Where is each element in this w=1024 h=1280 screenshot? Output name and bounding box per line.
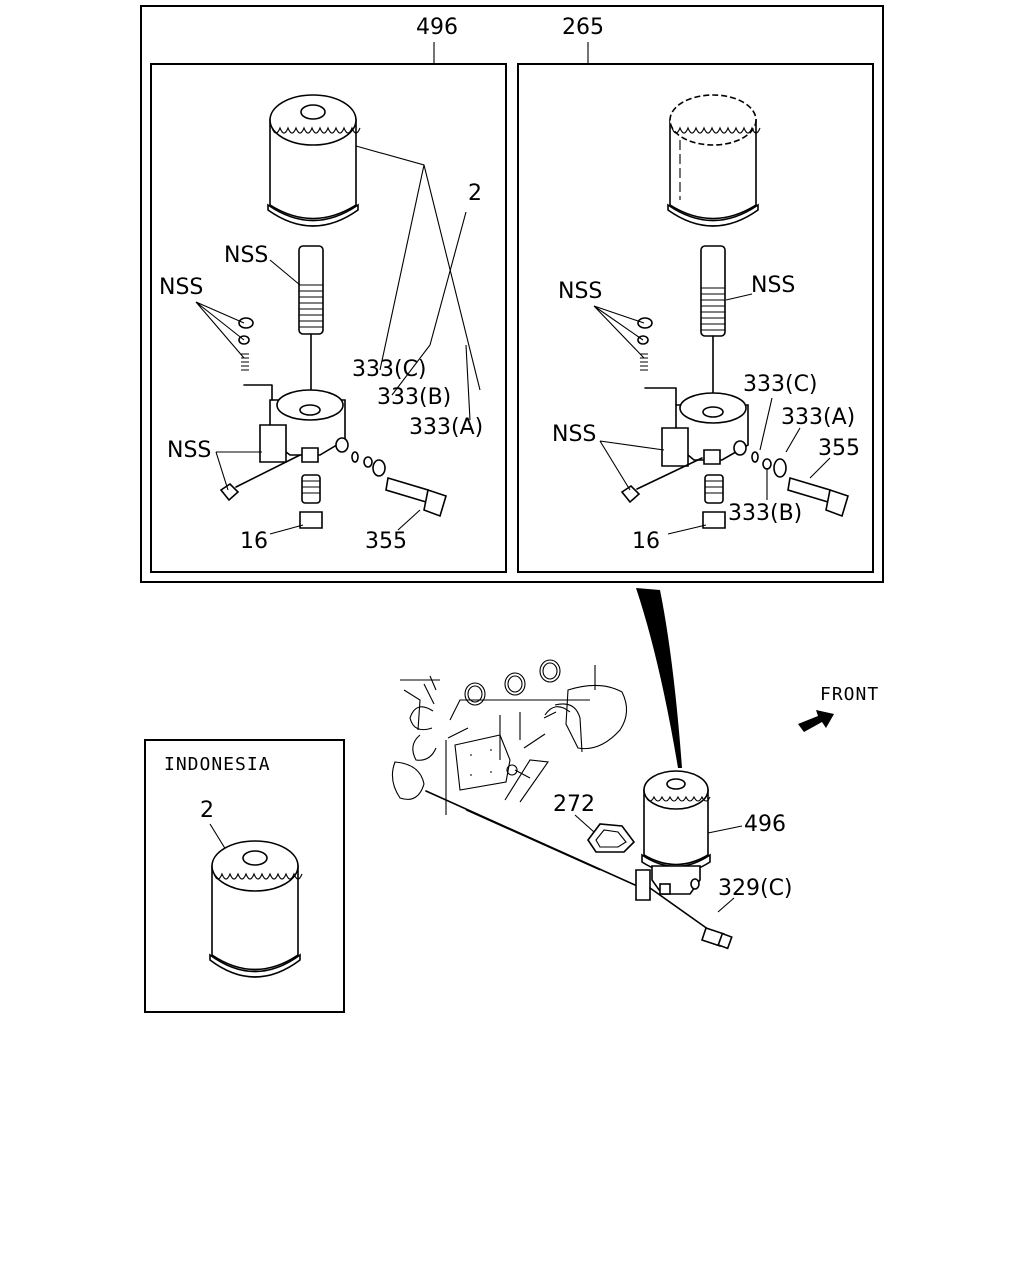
left-label-333c: 333(C) (352, 357, 427, 382)
right-banjo-bolt (787, 476, 849, 518)
assembled-oil-filter (635, 770, 711, 901)
right-label-355: 355 (818, 436, 860, 461)
right-relief-valve (702, 474, 726, 529)
left-label-nss-plugs: NSS (159, 275, 203, 300)
right-label-nss-fitting: NSS (552, 422, 596, 447)
left-label-355: 355 (365, 529, 407, 554)
assembly-label-329c: 329(C) (718, 876, 793, 901)
front-label: FRONT (820, 684, 879, 705)
right-small-plugs (637, 317, 653, 371)
indonesia-title: INDONESIA (164, 754, 271, 775)
assembly-label-496: 496 (744, 812, 786, 837)
left-center-stud (298, 245, 324, 396)
left-small-plugs (238, 317, 254, 371)
top-outer-frame (140, 5, 884, 583)
right-label-nss-plugs: NSS (558, 279, 602, 304)
left-banjo-bolt (385, 476, 447, 518)
indonesia-oil-filter (209, 840, 303, 978)
left-label-2: 2 (468, 181, 482, 206)
left-oil-filter-cartridge (267, 94, 361, 227)
right-label-333c: 333(C) (743, 372, 818, 397)
left-relief-valve (299, 474, 323, 529)
left-label-16: 16 (240, 529, 268, 554)
right-panel-header: 265 (562, 15, 604, 40)
assembly-label-272: 272 (553, 792, 595, 817)
left-label-nss-stud: NSS (224, 243, 268, 268)
right-oil-filter-cartridge (667, 94, 761, 227)
indonesia-frame (144, 739, 345, 1013)
left-label-333a: 333(A) (409, 415, 483, 440)
left-label-333b: 333(B) (377, 385, 451, 410)
right-label-333b: 333(B) (728, 501, 802, 526)
right-label-16: 16 (632, 529, 660, 554)
right-center-stud (700, 245, 726, 399)
right-label-333a: 333(A) (781, 405, 855, 430)
left-filter-head (243, 384, 349, 463)
right-orings (751, 451, 787, 478)
right-panel-frame (517, 63, 874, 573)
indonesia-part-label: 2 (200, 798, 214, 823)
left-panel-header: 496 (416, 15, 458, 40)
right-label-nss-stud: NSS (751, 273, 795, 298)
engine-block-sketch (391, 659, 636, 886)
callout-wedge (636, 588, 682, 768)
right-drain-fitting (620, 457, 703, 504)
bolt-329c (649, 887, 733, 950)
left-panel-frame (150, 63, 507, 573)
left-label-nss-fitting: NSS (167, 438, 211, 463)
gasket-272 (574, 814, 636, 853)
front-arrow-icon (798, 710, 834, 732)
right-filter-head (644, 387, 749, 467)
left-orings (351, 451, 386, 477)
